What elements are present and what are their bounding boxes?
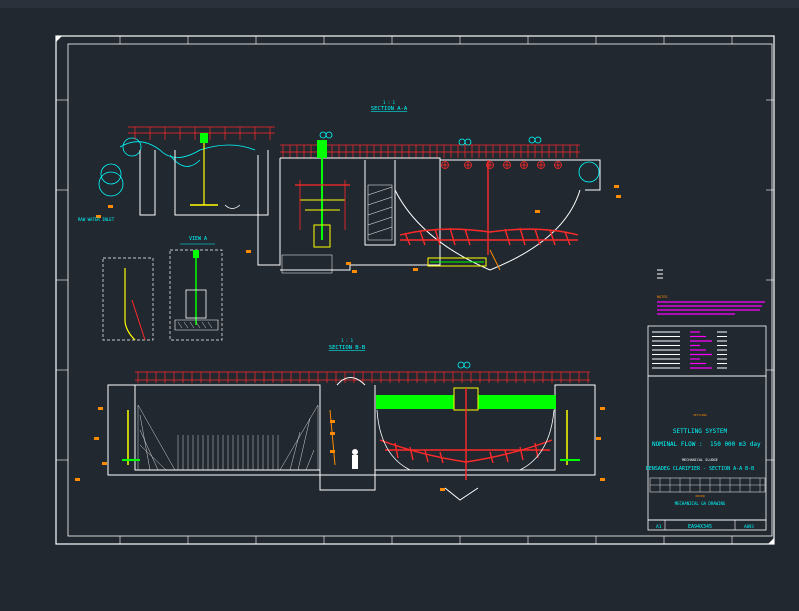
reactor-mixer — [295, 140, 350, 248]
view-a-title: VIEW A — [189, 236, 207, 242]
section-bb-number: 1 : 1 — [341, 338, 354, 343]
section-aa-drawing[interactable]: RAW WATER INLET — [78, 126, 621, 274]
drawing-number: EA94X345 — [688, 524, 712, 530]
sloped-hopper-hatch — [137, 404, 319, 471]
lamella-pack-right — [478, 395, 556, 409]
railing-posts-bb — [137, 372, 589, 383]
railing-posts-aa — [282, 145, 578, 158]
sheet-size: A1 — [656, 524, 662, 530]
tank-walls-bb — [107, 377, 596, 501]
side-pumps-bb — [122, 409, 580, 466]
svg-text:SETTLING: SETTLING — [693, 413, 707, 417]
flocculator-mixer — [190, 133, 241, 209]
railing-aa-left — [128, 126, 580, 153]
section-bb-label: 1 : 1 SECTION B-B — [329, 338, 366, 351]
clarifier-title: DENSADEG CLARIFIER - SECTION A-A B-B — [646, 466, 754, 472]
railing-bb — [135, 371, 590, 381]
flow-label: NOMINAL FLOW : — [652, 441, 703, 448]
svg-text:ORION: ORION — [695, 494, 704, 498]
sheet-border — [55, 35, 775, 545]
notes-block: NOTES — [657, 269, 765, 315]
clarifier-scraper-aa — [399, 160, 579, 255]
app-top-strip — [0, 0, 799, 8]
sludge-pump-aa — [281, 249, 501, 274]
subtitle-small: MECHANICAL SLUDGE — [682, 458, 718, 462]
tank-walls-aa — [139, 150, 601, 271]
collection-nozzles — [441, 161, 562, 169]
system-name: SETTLING SYSTEM — [673, 428, 728, 435]
view-a[interactable]: VIEW A — [102, 236, 223, 341]
flow-value: 150 000 m3 day — [710, 441, 761, 448]
lamella-pack — [367, 184, 393, 241]
title-block: SETTLING SETTLING SYSTEM NOMINAL FLOW : … — [646, 325, 767, 531]
pipe-tags-aa — [319, 131, 600, 183]
section-aa-number: 1 : 1 — [383, 100, 396, 105]
pipe-tags-bb — [457, 361, 471, 369]
level-markers-bb — [75, 407, 605, 491]
level-markers-aa — [96, 185, 621, 273]
raw-water-inlet-label: RAW WATER INLET — [78, 217, 115, 222]
clarifier-scraper-bb — [379, 388, 553, 480]
section-aa-label: 1 : 1 SECTION A-A — [371, 100, 408, 112]
section-bb-title: SECTION B-B — [329, 345, 366, 351]
revision: A093 — [744, 524, 754, 529]
person-scale-figure — [352, 449, 358, 469]
section-bb-drawing[interactable] — [75, 361, 605, 501]
lamella-pack-left — [376, 395, 454, 409]
section-aa-title: SECTION A-A — [371, 106, 408, 112]
lamella-bars-bb — [177, 435, 279, 470]
notes-heading: NOTES — [657, 295, 668, 299]
drawing-type: MECHANICAL GA DRAWING — [675, 501, 726, 506]
border-ticks — [56, 36, 774, 544]
inlet-pipe-loops — [98, 137, 256, 197]
